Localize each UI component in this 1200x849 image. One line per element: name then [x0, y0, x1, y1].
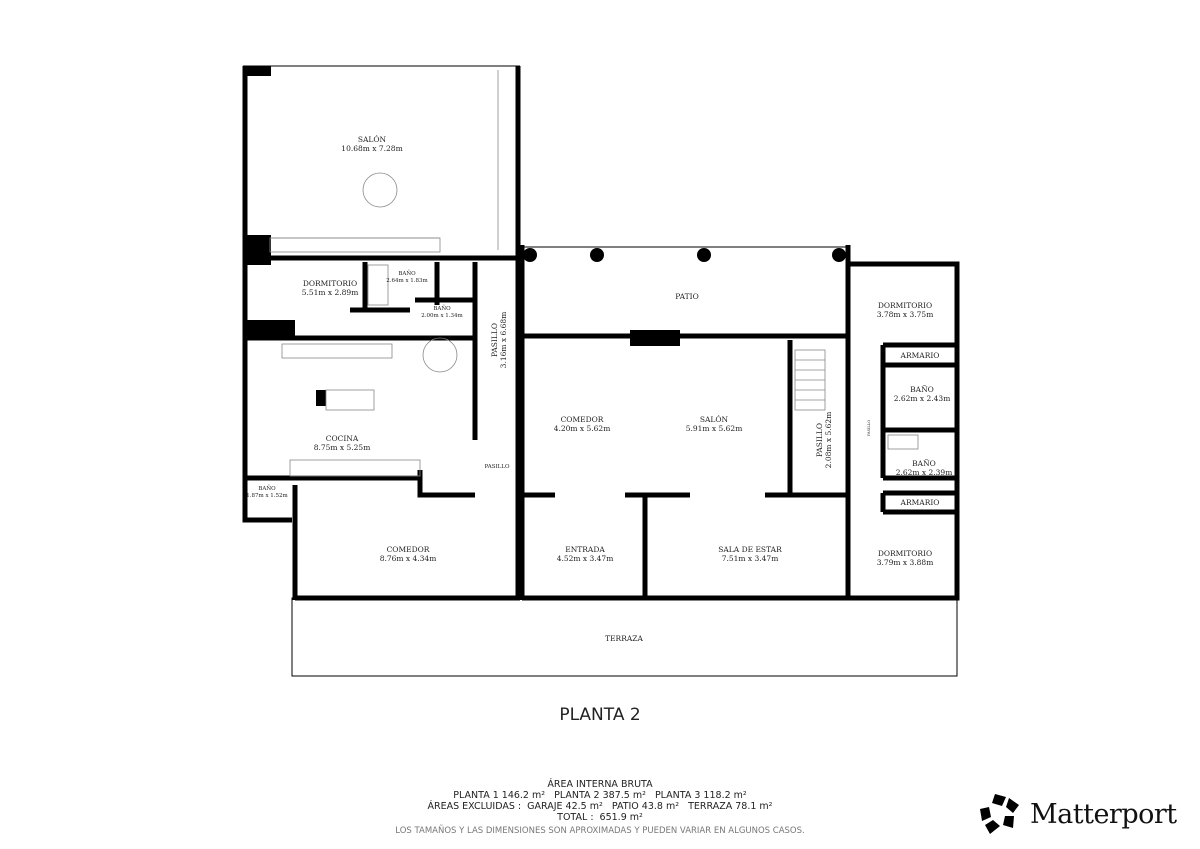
kitchen-counter	[289, 459, 421, 477]
floor-title: PLANTA 2	[559, 705, 641, 725]
room-dims: 3.16m x 6.68m	[499, 312, 508, 369]
room-name: SALÓN	[358, 135, 387, 144]
room-name: COCINA	[326, 434, 359, 443]
room-dims: 2.62m x 2.39m	[896, 468, 953, 477]
brand-name: Matterport	[1030, 798, 1177, 830]
room-name: COMEDOR	[561, 415, 604, 424]
room-name: PASILLO	[485, 464, 510, 470]
room-name: BAÑO	[433, 304, 451, 312]
room-name: DORMITORIO	[878, 301, 932, 310]
room-name: PATIO	[675, 292, 698, 301]
room-name: BAÑO	[398, 269, 416, 277]
room-dims: 2.62m x 2.43m	[894, 394, 951, 403]
room-dims: 4.20m x 5.62m	[554, 424, 611, 433]
room-name: ENTRADA	[565, 545, 605, 554]
room-name: ARMARIO	[900, 498, 940, 507]
room-dims: 2.00m x 1.34m	[421, 313, 463, 319]
room-dims: 5.91m x 5.62m	[686, 424, 743, 433]
room-name: BAÑO	[910, 385, 934, 394]
room-dims: 1.87m x 1.52m	[246, 493, 288, 499]
area-floors: PLANTA 1 146.2 m² PLANTA 2 387.5 m² PLAN…	[453, 790, 747, 801]
spiral-stair-icon	[422, 337, 458, 373]
room-dims: 4.52m x 3.47m	[557, 554, 614, 563]
room-name: DORMITORIO	[878, 549, 932, 558]
area-heading: ÁREA INTERNA BRUTA	[547, 779, 653, 790]
room-name: SALÓN	[700, 415, 729, 424]
room-name: PASILLO	[867, 420, 871, 436]
room-name: TERRAZA	[605, 634, 643, 643]
spiral-stair-icon	[362, 172, 398, 208]
room-dims: 8.75m x 5.25m	[314, 443, 371, 452]
brand-logo: Matterport	[978, 792, 1177, 836]
room-dims: 2.64m x 1.83m	[386, 278, 428, 284]
room-name: COMEDOR	[387, 545, 430, 554]
room-dims: 3.79m x 3.88m	[877, 558, 934, 567]
room-dims: 7.51m x 3.47m	[722, 554, 779, 563]
room-name: BAÑO	[912, 459, 936, 468]
room-dims: 5.51m x 2.89m	[302, 288, 359, 297]
room-name: ARMARIO	[900, 351, 940, 360]
disclaimer: LOS TAMAÑOS Y LAS DIMENSIONES SON APROXI…	[395, 826, 805, 836]
matterport-logo-icon	[980, 794, 1019, 834]
room-name: SALA DE ESTAR	[718, 545, 782, 554]
room-name: DORMITORIO	[303, 279, 357, 288]
bathtub	[367, 264, 389, 306]
room-dims: 8.76m x 4.34m	[380, 554, 437, 563]
bathtub	[887, 434, 919, 450]
patio-columns	[523, 248, 846, 262]
area-excluded: ÁREAS EXCLUIDAS : GARAJE 42.5 m² PATIO 4…	[427, 801, 773, 812]
area-total: TOTAL : 651.9 m²	[557, 812, 643, 823]
room-dims: 2.08m x 5.62m	[824, 412, 833, 469]
stairs-icon	[794, 349, 826, 411]
room-dims: 3.78m x 3.75m	[877, 310, 934, 319]
room-name: PASILLO	[490, 323, 499, 357]
room-dims: 10.68m x 7.28m	[341, 144, 402, 153]
walls	[242, 65, 960, 601]
room-name: PASILLO	[815, 423, 824, 457]
kitchen-island	[325, 389, 375, 411]
kitchen-counter	[281, 343, 393, 359]
room-name: BAÑO	[258, 484, 276, 492]
